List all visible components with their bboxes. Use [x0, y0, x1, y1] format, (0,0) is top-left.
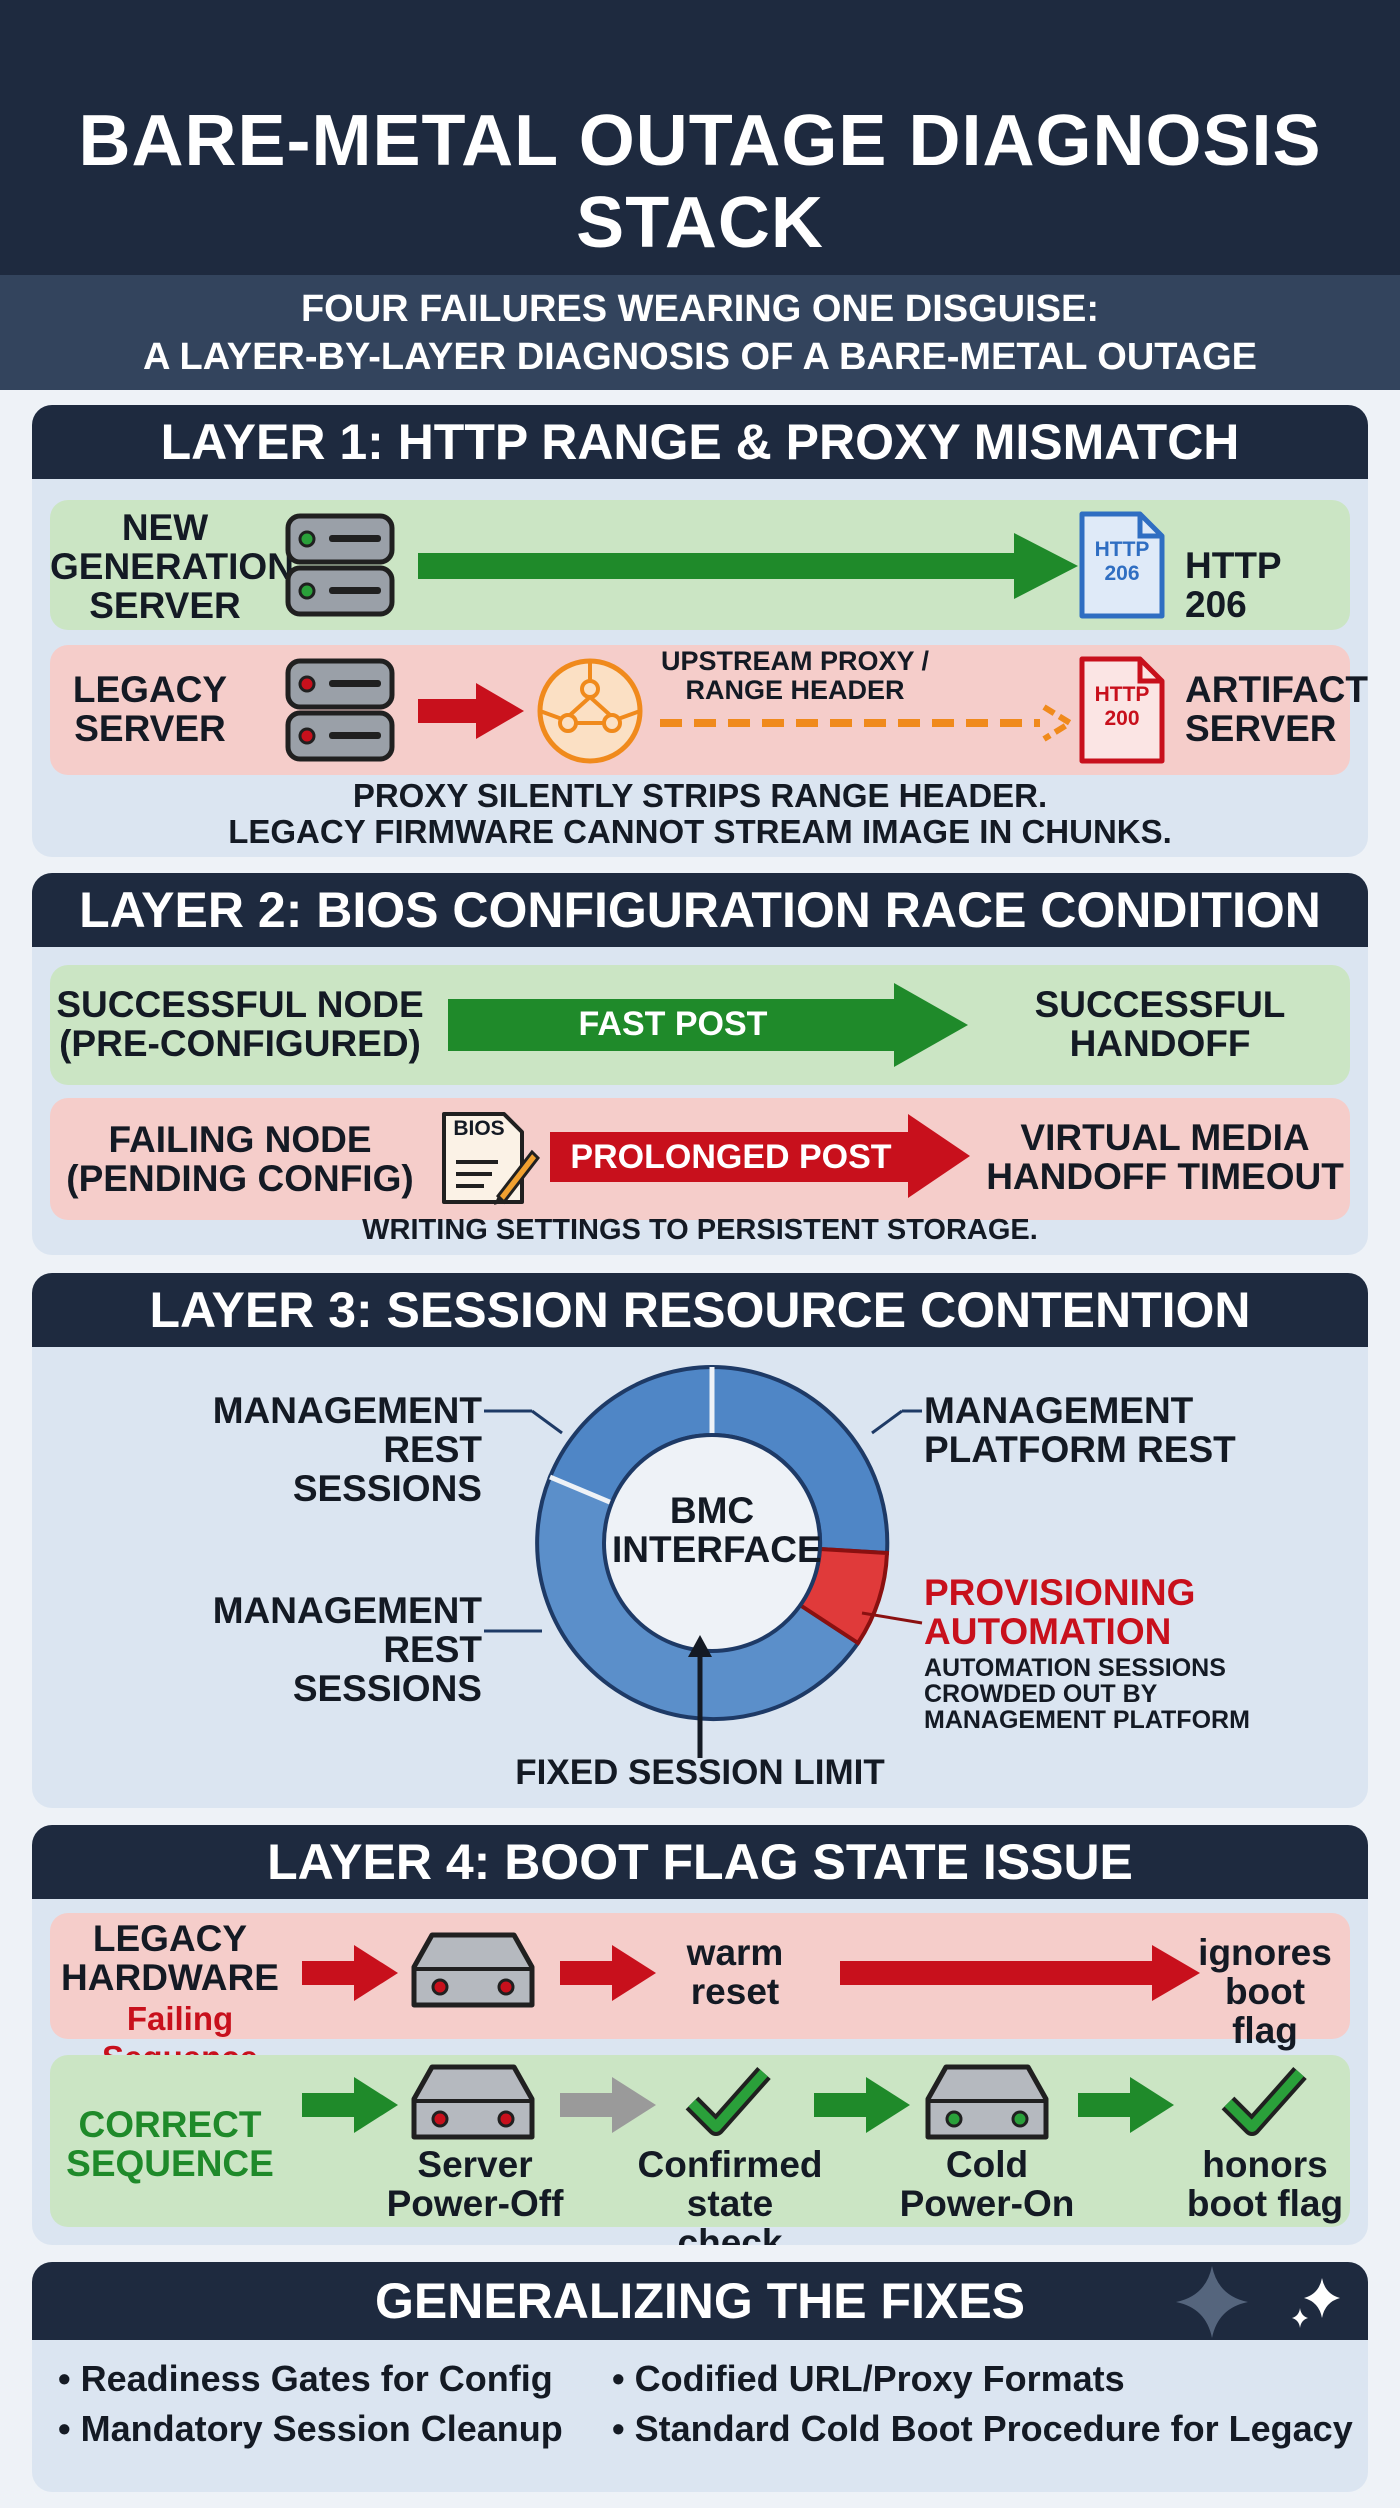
subtitle-banner: FOUR FAILURES WEARING ONE DISGUISE: A LA…	[0, 275, 1400, 390]
server-chassis-icon	[411, 1932, 535, 2008]
layer2-panel: LAYER 2: BIOS CONFIGURATION RACE CONDITI…	[32, 873, 1368, 1255]
honors-boot-flag-label: honors boot flag	[1186, 2144, 1344, 2224]
dashed-orange-arrow	[660, 704, 1076, 742]
red-arrow-1	[302, 1945, 398, 2001]
layer1-caption-1: PROXY SILENTLY STRIPS RANGE HEADER.	[352, 777, 1048, 814]
cold-power-on-label: Cold Power-On	[899, 2144, 1075, 2224]
layer4-panel: LAYER 4: BOOT FLAG STATE ISSUE LEGACY HA…	[32, 1825, 1368, 2245]
layer1-heading: LAYER 1: HTTP RANGE & PROXY MISMATCH	[32, 405, 1368, 479]
server-off-icon	[411, 2064, 535, 2140]
server-power-off-label: Server Power-Off	[386, 2144, 564, 2224]
green-arrow-1	[302, 2077, 398, 2133]
management-rest-sessions-top: MANAGEMENT REST SESSIONS	[212, 1390, 482, 1509]
bios-document-icon	[442, 1112, 540, 1205]
successful-node-label: SUCCESSFUL NODE (PRE-CONFIGURED)	[56, 984, 424, 1064]
fix-item-3: • Mandatory Session Cleanup	[58, 2408, 563, 2449]
http206-file-text: HTTP 206	[1094, 538, 1150, 585]
bios-icon-text: BIOS	[453, 1117, 505, 1140]
management-rest-sessions-bottom: MANAGEMENT REST SESSIONS	[212, 1590, 482, 1709]
fixes-heading: GENERALIZING THE FIXES	[32, 2262, 1368, 2340]
http200-file-text: HTTP 200	[1094, 683, 1150, 730]
layer2-heading: LAYER 2: BIOS CONFIGURATION RACE CONDITI…	[32, 873, 1368, 947]
green-arrow-3	[1078, 2077, 1174, 2133]
fixed-session-limit: FIXED SESSION LIMIT	[515, 1753, 885, 1792]
prolonged-post-arrow	[550, 1114, 970, 1198]
fix-item-4: • Standard Cold Boot Procedure for Legac…	[612, 2408, 1353, 2449]
layer1-caption-2: LEGACY FIRMWARE CANNOT STREAM IMAGE IN C…	[228, 813, 1172, 850]
checkmark-icon-1	[685, 2067, 771, 2136]
layer3-heading: LAYER 3: SESSION RESOURCE CONTENTION	[32, 1273, 1368, 1347]
bmc-session-donut	[535, 1364, 890, 1721]
warm-reset-label: warm reset	[686, 1932, 784, 2012]
fix-item-3-text: Mandatory Session Cleanup	[80, 2408, 563, 2449]
ignores-boot-flag-label: ignores boot flag	[1198, 1932, 1332, 2051]
layer4-failing-row: LEGACY HARDWARE Failing Sequence warm re…	[50, 1913, 1350, 2076]
provisioning-automation: PROVISIONING AUTOMATION	[924, 1572, 1196, 1652]
layer2-failing-row: FAILING NODE (PENDING CONFIG) BIOS PROLO…	[50, 1098, 1350, 1220]
fix-item-2: • Codified URL/Proxy Formats	[612, 2358, 1125, 2399]
proxy-network-icon	[537, 658, 643, 764]
confirmed-state-check-label: Confirmed state check	[637, 2144, 823, 2245]
server-icon	[285, 513, 395, 617]
bmc-interface-label: BMC INTERFACE	[612, 1490, 822, 1570]
checkmark-icon-2	[1221, 2067, 1307, 2136]
server-on-icon	[925, 2064, 1049, 2140]
provisioning-note: AUTOMATION SESSIONS CROWDED OUT BY MANAG…	[924, 1654, 1250, 1734]
legacy-hardware-label: LEGACY HARDWARE	[61, 1918, 279, 1998]
sparkle-icon	[1176, 2266, 1340, 2338]
fix-item-1: • Readiness Gates for Config	[58, 2358, 553, 2399]
fix-item-4-text: Standard Cold Boot Procedure for Legacy	[634, 2408, 1353, 2449]
file-icon-http200	[1079, 656, 1165, 764]
management-platform-rest: MANAGEMENT PLATFORM REST	[924, 1390, 1236, 1470]
correct-sequence-label: CORRECT SEQUENCE	[66, 2104, 274, 2184]
prolonged-post-label: PROLONGED POST	[570, 1138, 892, 1176]
fixes-panel: GENERALIZING THE FIXES • Readiness Gates…	[32, 2262, 1368, 2492]
red-arrow-2	[560, 1945, 656, 2001]
page-title: BARE-METAL OUTAGE DIAGNOSIS STACK	[78, 101, 1322, 263]
green-arrow-2	[814, 2077, 910, 2133]
fix-item-1-text: Readiness Gates for Config	[80, 2358, 553, 2399]
fast-post-label: FAST POST	[578, 1005, 768, 1043]
subtitle-line-1: FOUR FAILURES WEARING ONE DISGUISE:	[300, 288, 1100, 330]
failing-node-label: FAILING NODE (PENDING CONFIG)	[66, 1119, 414, 1199]
layer3-panel: LAYER 3: SESSION RESOURCE CONTENTION BMC…	[32, 1273, 1368, 1808]
artifact-server-label: ARTIFACT SERVER	[1185, 669, 1368, 749]
layer4-correct-row: CORRECT SEQUENCE Server Power-Off Confir…	[50, 2055, 1350, 2245]
file-icon-http206	[1079, 511, 1165, 619]
virtual-media-timeout-label: VIRTUAL MEDIA HANDOFF TIMEOUT	[986, 1117, 1344, 1197]
layer2-caption: WRITING SETTINGS TO PERSISTENT STORAGE.	[362, 1214, 1038, 1246]
layer1-legacy-row: LEGACY SERVER UPSTREAM PROXY / RANGE HEA	[50, 645, 1368, 775]
red-arrow-short	[418, 683, 524, 739]
green-arrow-long	[418, 533, 1078, 599]
layer4-heading: LAYER 4: BOOT FLAG STATE ISSUE	[32, 1825, 1368, 1899]
gray-arrow	[560, 2077, 656, 2133]
legacy-server-label: LEGACY SERVER	[72, 669, 228, 749]
http206-label: HTTP 206	[1185, 545, 1281, 625]
subtitle-line-2: A LAYER-BY-LAYER DIAGNOSIS OF A BARE-MET…	[142, 336, 1258, 378]
fast-post-arrow	[448, 983, 968, 1067]
new-generation-server-label: NEW GENERATION SERVER	[50, 507, 294, 626]
successful-handoff-label: SUCCESSFUL HANDOFF	[1034, 984, 1286, 1064]
title-banner: BARE-METAL OUTAGE DIAGNOSIS STACK	[0, 0, 1400, 275]
legacy-server-icon	[285, 658, 395, 762]
layer1-new-gen-row: NEW GENERATION SERVER HTTP 206 HTTP 206	[50, 500, 1350, 630]
layer2-success-row: SUCCESSFUL NODE (PRE-CONFIGURED) FAST PO…	[50, 965, 1350, 1085]
upstream-proxy-label: UPSTREAM PROXY / RANGE HEADER	[660, 646, 930, 705]
fix-item-2-text: Codified URL/Proxy Formats	[634, 2358, 1125, 2399]
red-arrow-long	[840, 1945, 1200, 2001]
layer1-panel: LAYER 1: HTTP RANGE & PROXY MISMATCH NEW…	[32, 405, 1368, 857]
donut-leader-lines	[484, 1409, 923, 1758]
